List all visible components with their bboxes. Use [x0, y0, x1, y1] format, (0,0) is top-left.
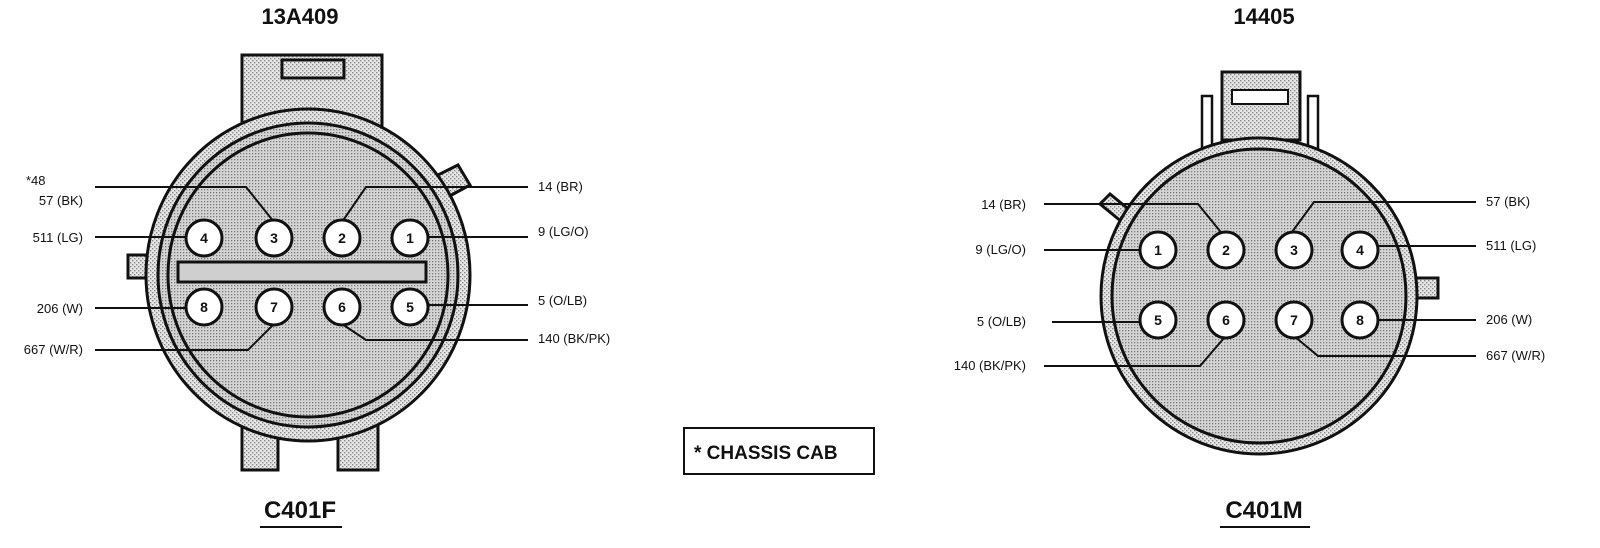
left-leader-6 — [341, 323, 528, 341]
right-pin-1-wire: 9 (LG/O) — [975, 242, 1026, 257]
left-pin-6: 6 — [322, 287, 362, 327]
left-pin-5-wire: 5 (O/LB) — [538, 293, 587, 308]
left-leader-lines — [95, 186, 528, 351]
right-leader-7 — [1293, 335, 1476, 357]
left-pin-7-wire: 667 (W/R) — [24, 342, 83, 357]
right-pin-4-wire: 511 (LG) — [1486, 238, 1536, 253]
right-pin-7: 7 — [1274, 300, 1314, 340]
right-connector-name: C401M — [1225, 497, 1302, 524]
left-pin-8: 8 — [184, 287, 224, 327]
left-pin-5: 5 — [390, 287, 430, 327]
chassis-cab-legend: * CHASSIS CAB — [683, 427, 875, 475]
right-top-latch — [1220, 70, 1302, 142]
left-pin-5-number: 5 — [406, 299, 414, 315]
right-pin-2: 2 — [1206, 230, 1246, 270]
right-pin-6: 6 — [1206, 300, 1246, 340]
left-pin-2-wire: 14 (BR) — [538, 179, 583, 194]
legend-text: * CHASSIS CAB — [694, 443, 838, 464]
left-leader-7 — [95, 323, 275, 351]
left-pin-2-number: 2 — [338, 230, 346, 246]
right-pin-5-number: 5 — [1154, 312, 1162, 328]
left-pin-1: 1 — [390, 218, 430, 258]
right-pin-3-number: 3 — [1290, 242, 1298, 258]
left-pin-3-wire: 57 (BK) — [39, 193, 83, 208]
left-leader-2 — [341, 186, 528, 223]
left-pin-4-number: 4 — [200, 230, 208, 246]
right-connector-face — [1110, 147, 1408, 445]
right-pin-4: 4 — [1340, 230, 1380, 270]
left-pin-6-number: 6 — [338, 299, 346, 315]
right-pin-1-number: 1 — [1154, 242, 1162, 258]
right-pin-6-number: 6 — [1222, 312, 1230, 328]
right-latch-rail-left — [1200, 94, 1214, 150]
right-pin-1: 1 — [1138, 230, 1178, 270]
left-pin-4-wire: 511 (LG) — [33, 230, 83, 245]
right-pin-2-wire: 14 (BR) — [981, 197, 1026, 212]
right-pin-3: 3 — [1274, 230, 1314, 270]
right-pin-5-wire: 5 (O/LB) — [977, 314, 1026, 329]
left-connector: 13A409 4 — [24, 4, 610, 528]
left-pin-3-number: 3 — [270, 230, 278, 246]
right-pin-8-wire: 206 (W) — [1486, 312, 1532, 327]
right-leader-lines — [1044, 201, 1476, 367]
left-pin-1-number: 1 — [406, 230, 414, 246]
left-pin-6-wire: 140 (BK/PK) — [538, 331, 610, 346]
left-leader-3 — [95, 186, 275, 223]
left-pin-2: 2 — [322, 218, 362, 258]
left-pin-4: 4 — [184, 218, 224, 258]
left-connector-name: C401F — [264, 497, 336, 524]
left-divider-bar — [176, 260, 428, 284]
left-face-ring — [166, 131, 450, 419]
left-pin-8-wire: 206 (W) — [37, 301, 83, 316]
right-pin-4-number: 4 — [1356, 242, 1364, 258]
right-pin-8-number: 8 — [1356, 312, 1364, 328]
right-pin-8: 8 — [1340, 300, 1380, 340]
left-latch-tab — [280, 58, 346, 80]
right-connector: 14405 1 2 — [954, 4, 1545, 528]
right-pin-5: 5 — [1138, 300, 1178, 340]
right-pin-7-wire: 667 (W/R) — [1486, 348, 1545, 363]
left-pin-1-wire: 9 (LG/O) — [538, 224, 589, 239]
right-pin-2-number: 2 — [1222, 242, 1230, 258]
left-part-number: 13A409 — [261, 4, 338, 29]
right-pin-6-wire: 140 (BK/PK) — [954, 358, 1026, 373]
right-pin-7-number: 7 — [1290, 312, 1298, 328]
right-leader-6 — [1044, 337, 1225, 367]
legend-box — [683, 427, 875, 475]
left-pin-7-number: 7 — [270, 299, 278, 315]
right-leader-2 — [1044, 203, 1225, 237]
left-pin-8-number: 8 — [200, 299, 208, 315]
right-latch-window — [1231, 89, 1289, 105]
left-pin-3: 3 — [254, 218, 294, 258]
right-part-number: 14405 — [1233, 4, 1294, 29]
left-pin-7: 7 — [254, 287, 294, 327]
right-leader-3 — [1291, 201, 1476, 233]
left-pin-3-note: *48 — [26, 173, 46, 188]
right-pin-3-wire: 57 (BK) — [1486, 194, 1530, 209]
right-latch-rail-right — [1306, 94, 1320, 150]
